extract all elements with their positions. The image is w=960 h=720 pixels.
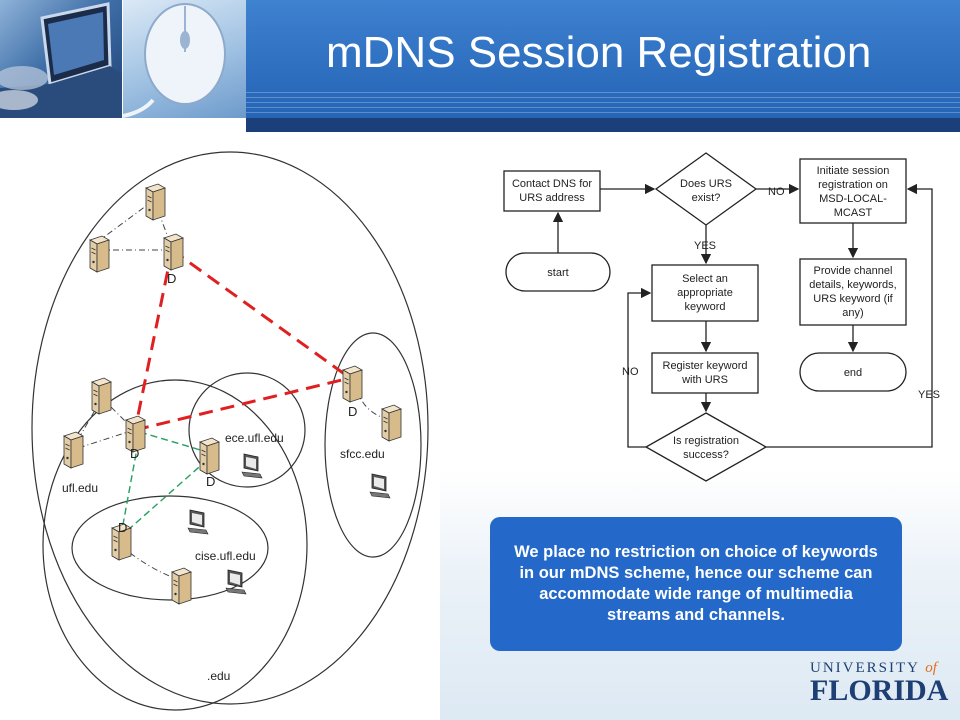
initiate-line4: MCAST <box>834 207 873 219</box>
ece-domain-circle <box>188 372 306 488</box>
register-line2: with URS <box>681 374 728 386</box>
designated-marker: D <box>167 271 176 286</box>
server-icon <box>89 235 110 273</box>
designated-server-icon <box>199 437 220 475</box>
provide-line4: any) <box>842 307 863 319</box>
svg-text:exist?: exist? <box>692 192 721 204</box>
contact-dns-box <box>503 170 601 212</box>
select-line2: appropriate <box>677 287 733 299</box>
ufl-domain-ellipse <box>42 379 308 711</box>
slide-header: mDNS Session Registration <box>0 0 960 133</box>
server-icon <box>145 183 166 221</box>
select-line3: keyword <box>685 301 726 313</box>
diagram-background <box>20 140 438 712</box>
initiate-line1: Initiate session <box>817 165 890 177</box>
initiate-line2: registration on <box>818 179 888 191</box>
provide-details-box <box>799 258 907 326</box>
end-terminal <box>799 352 907 392</box>
success-line2: success? <box>683 449 729 461</box>
designated-server-icon <box>342 365 363 403</box>
select-line1: Select an <box>682 273 728 285</box>
branch-labels: NO YES NO YES <box>622 186 940 401</box>
server-icon <box>63 431 84 469</box>
end-label: end <box>844 367 862 379</box>
cise-label: cise.ufl.edu <box>195 549 256 563</box>
no-label: NO <box>622 366 639 378</box>
ufl-label: ufl.edu <box>62 481 98 495</box>
edu-domain-ellipse <box>31 151 429 705</box>
no-label: NO <box>768 186 785 198</box>
logo-of-text: of <box>925 660 937 676</box>
sfcc-domain-ellipse <box>324 332 422 558</box>
mouse-photo <box>123 0 246 118</box>
edu-label: .edu <box>207 669 230 683</box>
logo-university-text: UNIVERSITY <box>810 660 920 676</box>
select-keyword-box <box>651 264 759 322</box>
success-line1: Is registration <box>673 435 739 447</box>
sfcc-label: sfcc.edu <box>340 447 385 461</box>
urs-exists-line2: exist? <box>692 192 721 204</box>
flow-texts: Contact DNS for URS address Does URS exi… <box>512 165 897 461</box>
provide-line3: URS keyword (if <box>813 293 893 305</box>
designated-marker: D <box>348 404 357 419</box>
designated-marker: D <box>118 520 127 535</box>
navy-accent-bar <box>246 118 960 132</box>
initiate-line3: MSD-LOCAL- <box>819 193 887 205</box>
contact-dns-line1: Contact DNS for <box>512 178 592 190</box>
contact-dns-line2: URS address <box>519 192 585 204</box>
network-diagram: D D D D D .edu ufl.edu sfcc.edu ece.ufl.… <box>20 140 438 712</box>
register-line1: Register keyword <box>663 360 748 372</box>
designated-marker: D <box>130 446 139 461</box>
laptop-photo <box>0 0 122 118</box>
yes-label: YES <box>918 389 940 401</box>
server-icon <box>381 404 402 442</box>
provide-line1: Provide channel <box>814 265 893 277</box>
note-callout: We place no restriction on choice of key… <box>490 517 902 651</box>
cise-domain-ellipse <box>71 495 269 601</box>
ece-label: ece.ufl.edu <box>225 431 284 445</box>
svg-text:Contact DNS for: Contact DNS for <box>512 178 592 190</box>
yes-label: YES <box>694 240 716 252</box>
slide-title: mDNS Session Registration <box>326 28 872 77</box>
register-keyword-box <box>651 352 759 394</box>
svg-text:Does URS: Does URS <box>680 178 732 190</box>
designated-marker: D <box>206 474 215 489</box>
server-icon <box>171 567 192 605</box>
start-label: start <box>547 267 568 279</box>
university-logo: UNIVERSITY of FLORIDA <box>810 660 950 708</box>
logo-florida-text: FLORIDA <box>810 674 949 707</box>
logo-top-line: UNIVERSITY of <box>810 660 937 677</box>
dns-links <box>133 248 351 432</box>
note-text: We place no restriction on choice of key… <box>514 543 878 624</box>
urs-exists-line1: Does URS <box>680 178 732 190</box>
flow-arrows <box>552 183 933 448</box>
designated-server-icon <box>163 233 184 271</box>
svg-text:URS address: URS address <box>519 192 585 204</box>
title-band <box>246 0 960 118</box>
provide-line2: details, keywords, <box>809 279 896 291</box>
registration-flowchart: Contact DNS for URS address Does URS exi… <box>490 145 950 500</box>
registration-success-decision <box>644 412 768 482</box>
server-icon <box>91 377 112 415</box>
